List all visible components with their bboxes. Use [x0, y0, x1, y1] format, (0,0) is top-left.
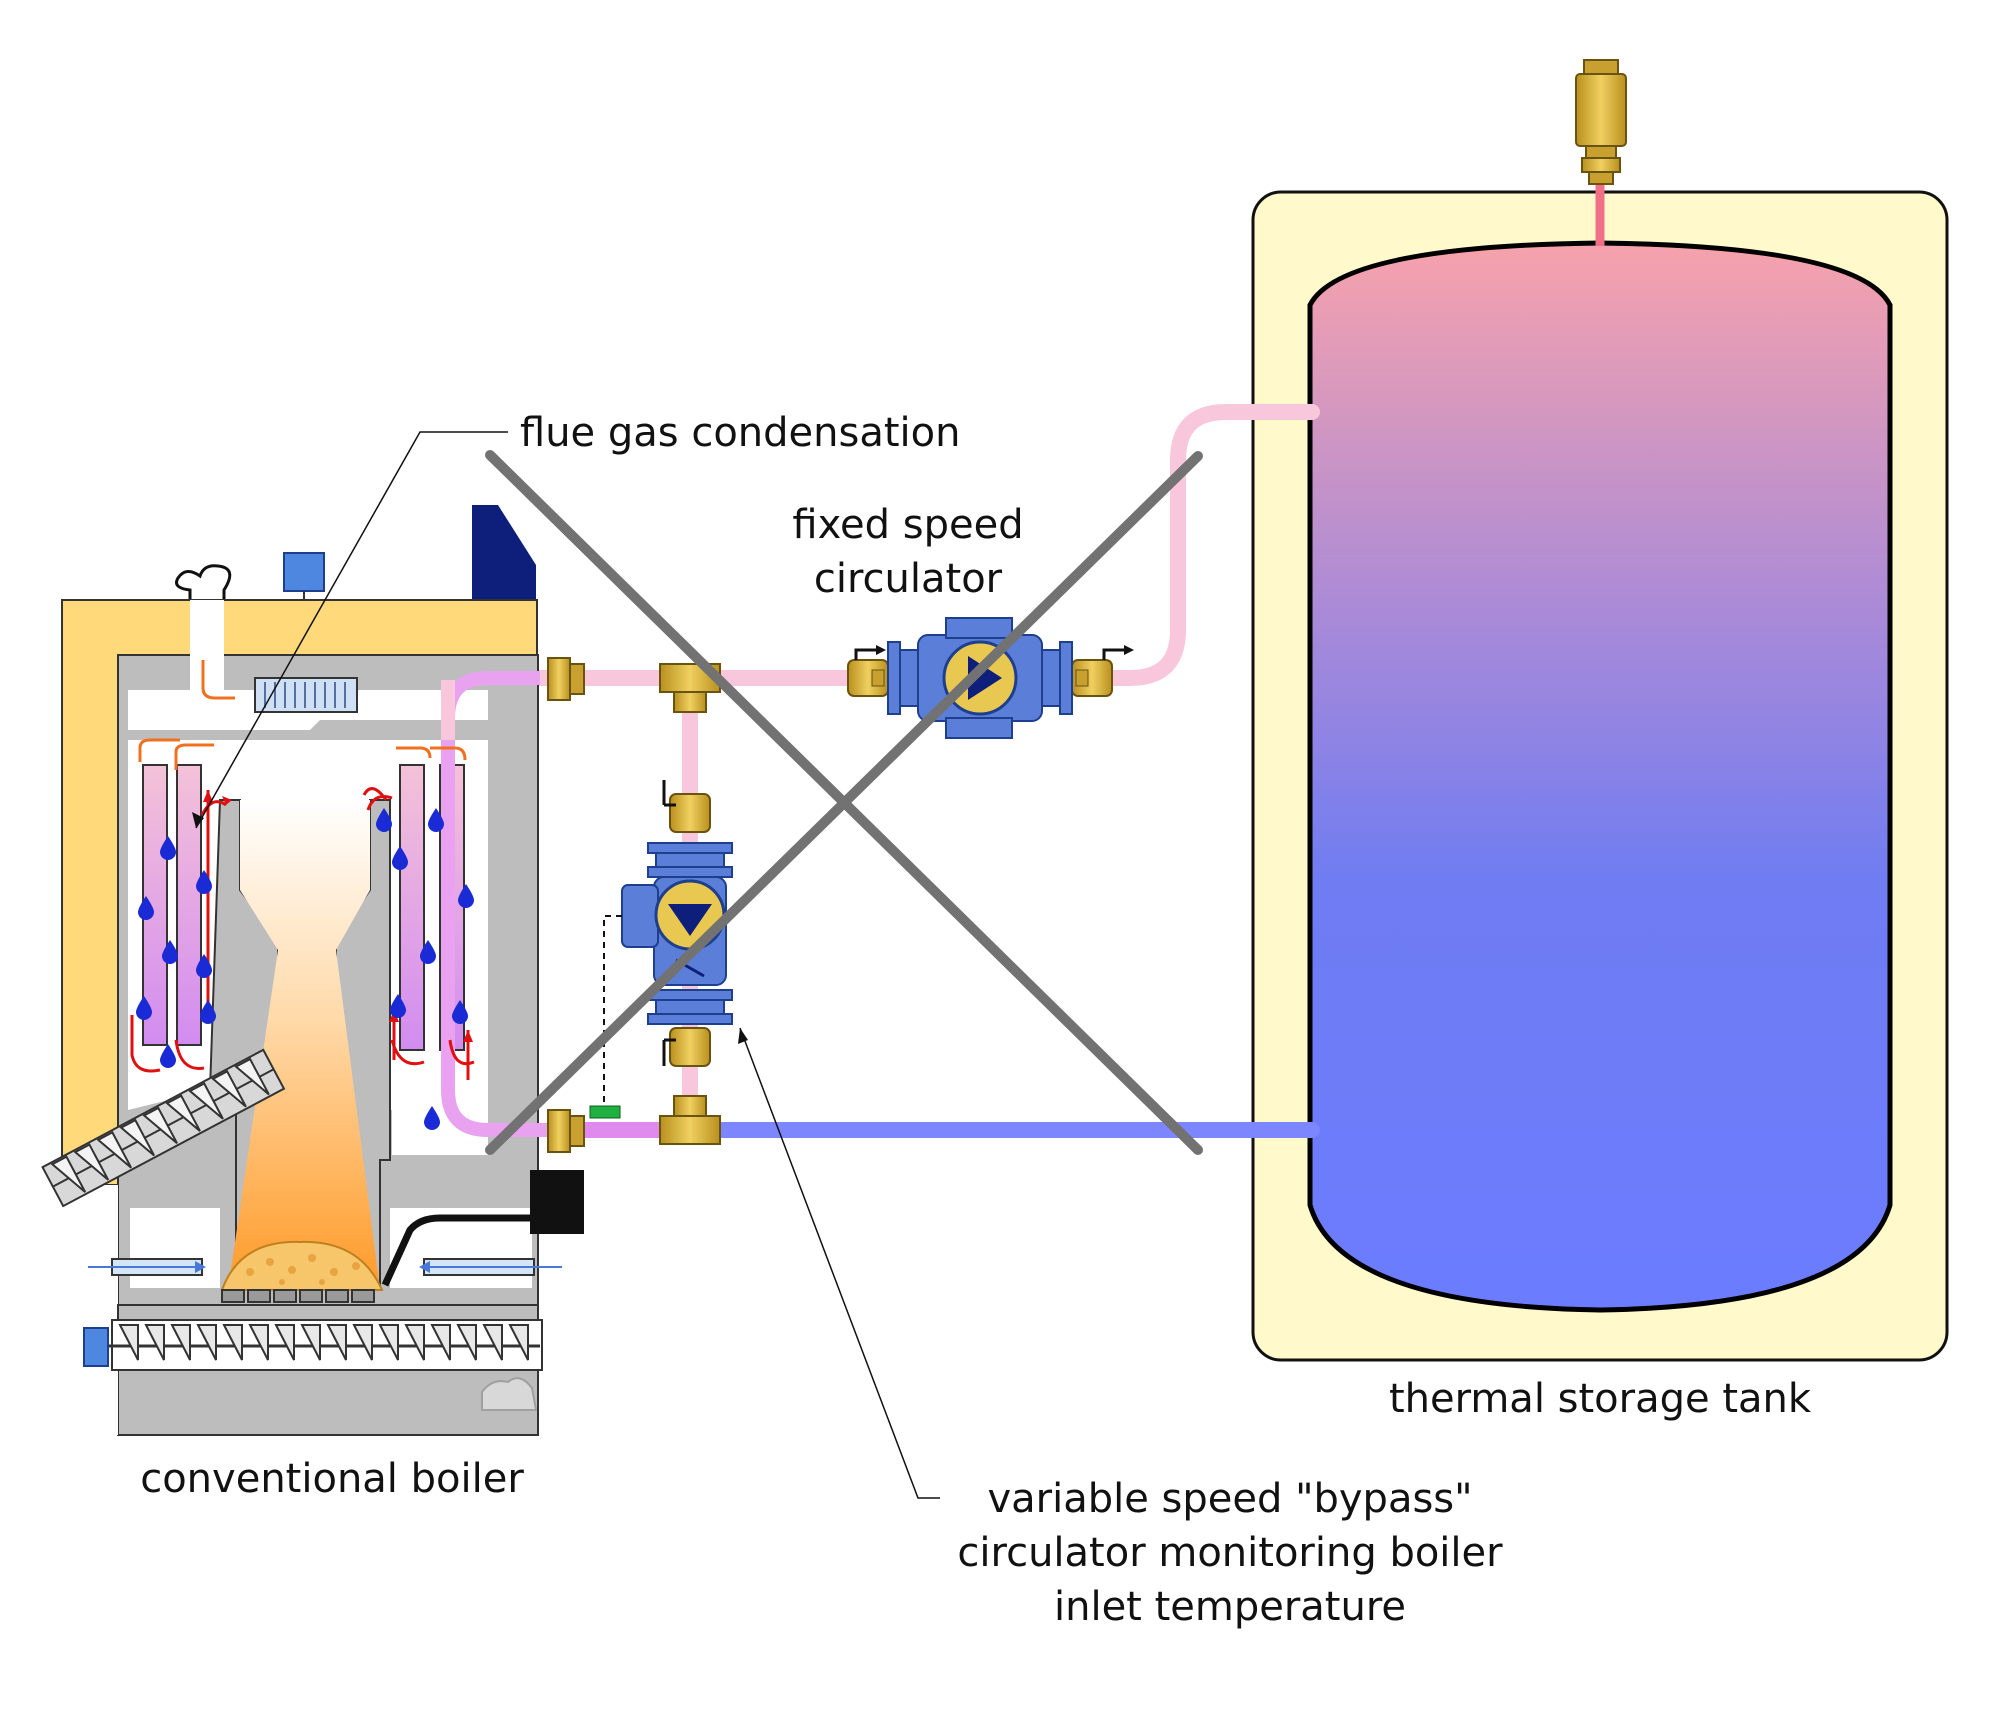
boiler-hood [472, 505, 536, 600]
air-inlet-right [419, 1258, 562, 1276]
igniter-tube [381, 1214, 530, 1287]
igniter-box [530, 1170, 584, 1234]
label-conventional-boiler: conventional boiler [140, 1456, 524, 1502]
vs-controller [621, 884, 659, 948]
ball-valve-icon [662, 1027, 711, 1067]
boiler-return-union [547, 1109, 585, 1153]
label-fixed-speed-2: circulator [814, 556, 1003, 602]
ash-auger-icon [108, 1324, 540, 1361]
control-box [283, 552, 325, 592]
tank-vessel [1307, 240, 1893, 1313]
cross-out-mark [485, 450, 1203, 1155]
hx-tube-left-2 [176, 764, 202, 1046]
temperature-sensor [589, 1105, 621, 1119]
fuel-feed-auger-icon [41, 1048, 286, 1208]
label-variable-speed-2: circulator monitoring boiler [957, 1530, 1503, 1576]
return-tee [659, 1095, 721, 1145]
supply-pipe [532, 404, 1320, 686]
supply-tee [659, 663, 721, 713]
label-fixed-speed-1: fixed speed [792, 502, 1023, 548]
auger-motor [83, 1327, 109, 1367]
hx-tube-right-1 [399, 764, 425, 1051]
variable-speed-circulator [589, 780, 733, 1119]
air-inlet-left [88, 1258, 206, 1276]
ball-valve-icon [847, 645, 889, 697]
flue-pipe-icon [175, 564, 232, 612]
thermal-storage-tank [1251, 180, 1949, 1362]
condensate-drop-icon [136, 808, 474, 1130]
boiler-supply-union [547, 657, 585, 701]
sensor-wire [603, 915, 622, 1110]
label-flue-gas-condensation: flue gas condensation [520, 410, 960, 456]
air-vent-icon [1575, 59, 1627, 185]
flue-gas-arrows-top [138, 660, 467, 770]
label-variable-speed-3: inlet temperature [1054, 1584, 1406, 1630]
flame [228, 800, 380, 1290]
ball-valve-icon [662, 780, 711, 833]
leader-lines [195, 431, 940, 1499]
flue-fan-icon [254, 677, 358, 713]
ball-valve-icon [1071, 645, 1134, 697]
boiler-internal-loop [441, 671, 560, 1137]
label-thermal-storage-tank: thermal storage tank [1389, 1376, 1812, 1422]
label-variable-speed-1: variable speed "bypass" [987, 1476, 1472, 1522]
ash-pile [481, 1377, 538, 1411]
grate [221, 1289, 375, 1303]
fuel-bed [220, 1240, 384, 1291]
conventional-boiler [41, 505, 585, 1436]
fixed-speed-circulator [847, 617, 1134, 739]
